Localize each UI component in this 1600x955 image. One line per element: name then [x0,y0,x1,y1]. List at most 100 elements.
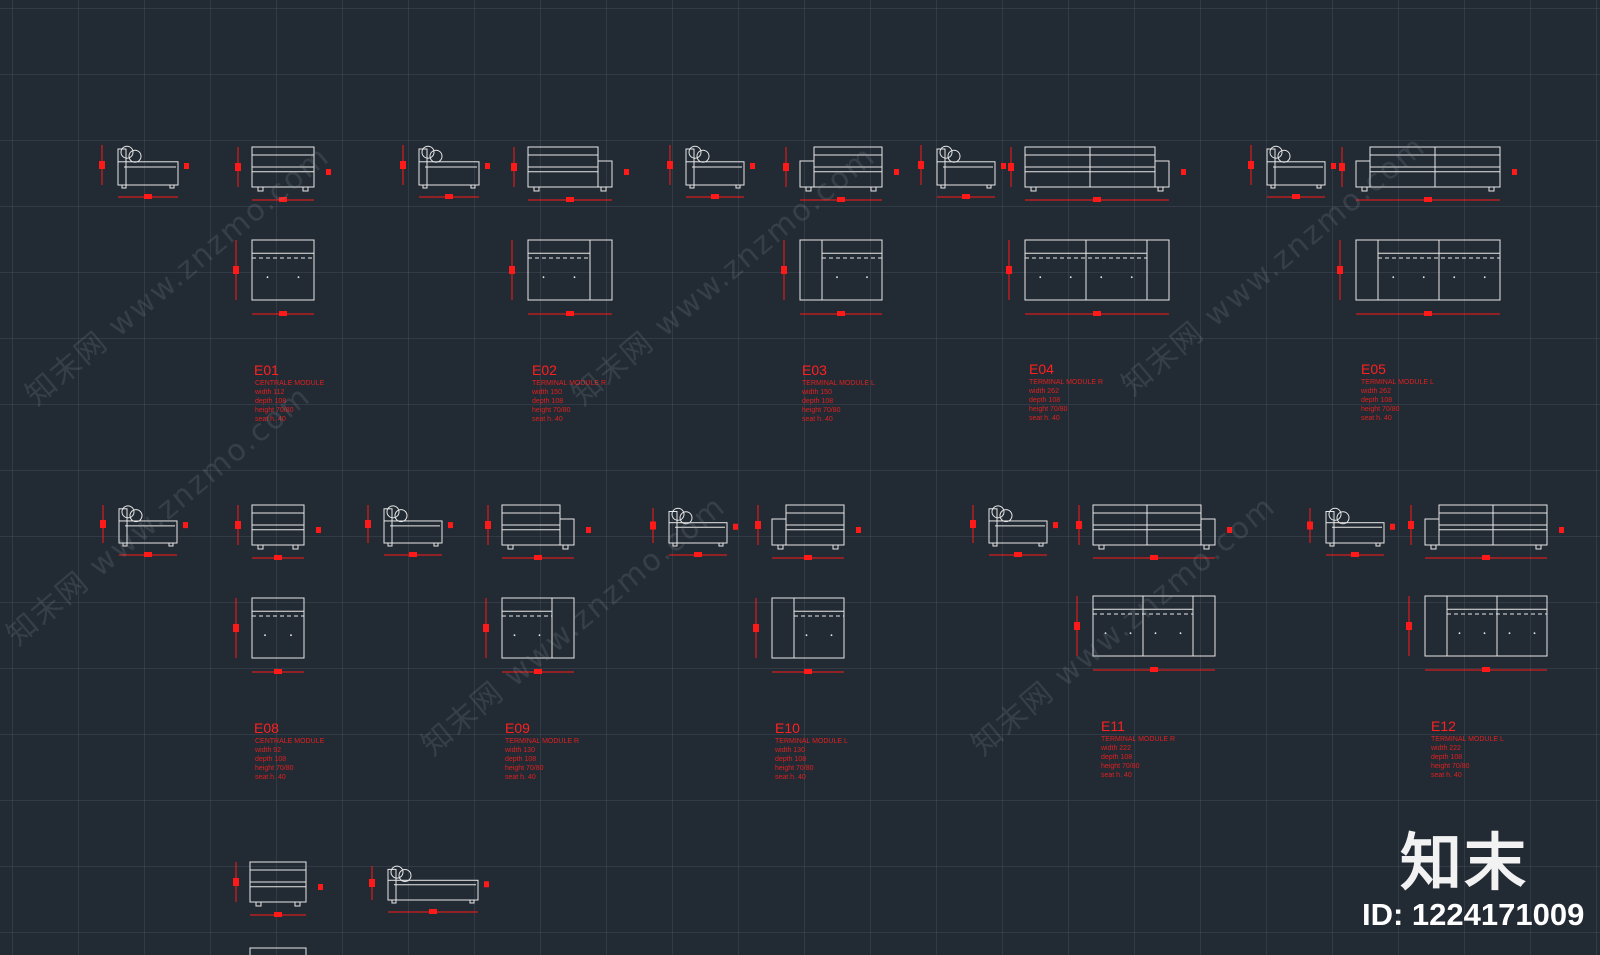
module-code-e12: E12 [1431,718,1456,734]
plan-view-button [266,276,269,279]
pillow-outline [696,149,710,163]
front-view-foot [255,901,262,907]
dimension-marker [485,521,491,529]
dimension-marker [1339,163,1345,171]
dimension-marker [1150,667,1158,672]
dimension-marker [1076,521,1082,529]
plan-view-button [538,634,541,637]
front-view-foot [533,186,540,192]
dimension-marker [485,163,490,169]
front-view-foot [832,544,839,550]
dimension-marker [99,161,105,169]
side-view-foot [1038,542,1044,547]
side-view-base [988,520,1048,544]
dimension-marker [1014,552,1022,557]
module-spec-e11: TERMINAL MODULE R width 222 depth 108 he… [1101,736,1176,779]
plan-view-arm [589,239,613,301]
plan-view-body [251,597,305,659]
dimension-marker [316,527,321,533]
dimension-marker [279,197,287,202]
plan-view-button [1100,276,1103,279]
dimension-marker [1559,527,1564,533]
front-view-foot [257,544,264,550]
module-spec-e10: TERMINAL MODULE L width 130 depth 108 he… [775,738,848,781]
plan-view-button [297,276,300,279]
side-view-base [387,879,479,901]
dimension-marker [1390,523,1395,530]
dimension-marker [1337,266,1343,274]
module-code-e08: E08 [254,720,279,736]
dimension-marker [750,163,755,169]
side-view-base [1325,522,1385,544]
front-view-foot [1488,186,1495,192]
side-view-base [685,161,745,186]
side-view-foot [422,184,428,189]
front-view-foot [257,186,264,192]
plan-view-button [830,634,833,637]
front-view-foot [292,544,299,550]
front-view-foot [1203,544,1210,550]
side-view-foot [121,184,127,189]
dimension-marker [100,520,106,528]
dimension-marker [837,197,845,202]
dimension-marker [856,527,861,533]
dimension-marker [511,163,517,171]
plan-view-button [264,634,266,637]
dimension-marker [1424,197,1432,202]
plan-view-arm [799,239,823,301]
dimension-marker [1307,521,1313,530]
module-spec-e09: TERMINAL MODULE R width 130 depth 108 he… [505,738,580,781]
plan-view-arm [771,597,795,659]
module-spec-e02: TERMINAL MODULE R width 150 depth 108 he… [532,380,607,423]
plan-view-body [527,239,591,301]
plan-view-arm [1192,595,1216,657]
dimension-marker [509,266,515,274]
dimension-marker [1008,163,1014,171]
plan-view-button [1179,632,1182,635]
dimension-marker [781,266,787,274]
front-view-foot [294,901,301,907]
pillow-outline [421,145,435,159]
dimension-marker [1001,163,1006,169]
side-view-foot [735,184,741,189]
side-view-foot [433,542,439,547]
dimension-marker [534,555,542,560]
front-view-arm [597,160,613,188]
side-view-foot [689,184,695,189]
side-view-base [418,161,480,186]
dimension-marker [1331,163,1336,169]
dimension-marker [783,163,789,171]
plan-view-button [805,634,808,637]
dimension-marker [1181,169,1186,175]
module-code-e01: E01 [254,362,279,378]
dimension-marker [586,527,591,533]
side-view-foot [1329,542,1335,547]
module-spec-e04: TERMINAL MODULE R width 262 depth 108 he… [1029,379,1104,422]
side-view-foot [168,542,174,547]
dimension-marker [318,884,323,890]
pillow-outline [999,509,1013,523]
front-view-foot [1361,186,1368,192]
dimension-marker [1424,311,1432,316]
dimension-marker [755,521,761,529]
pillow-outline [991,505,1005,519]
front-view-foot [805,186,812,192]
front-view-foot [1157,186,1164,192]
pillow-outline [129,509,143,523]
plan-view-button [1533,632,1536,635]
plan-view-button [836,276,838,279]
dimension-marker [183,522,188,529]
plan-view-button [866,276,868,279]
side-view-foot [391,899,397,904]
dimension-marker [1053,522,1058,529]
pillow-outline [398,869,412,883]
dimension-marker [624,169,629,175]
front-view-foot [1030,186,1037,192]
front-view-foot [1535,544,1542,550]
dimension-marker [1093,197,1101,202]
dimension-marker [1292,194,1300,199]
dimension-marker [448,522,453,529]
dimension-marker [650,521,656,530]
module-code-e10: E10 [775,720,800,736]
